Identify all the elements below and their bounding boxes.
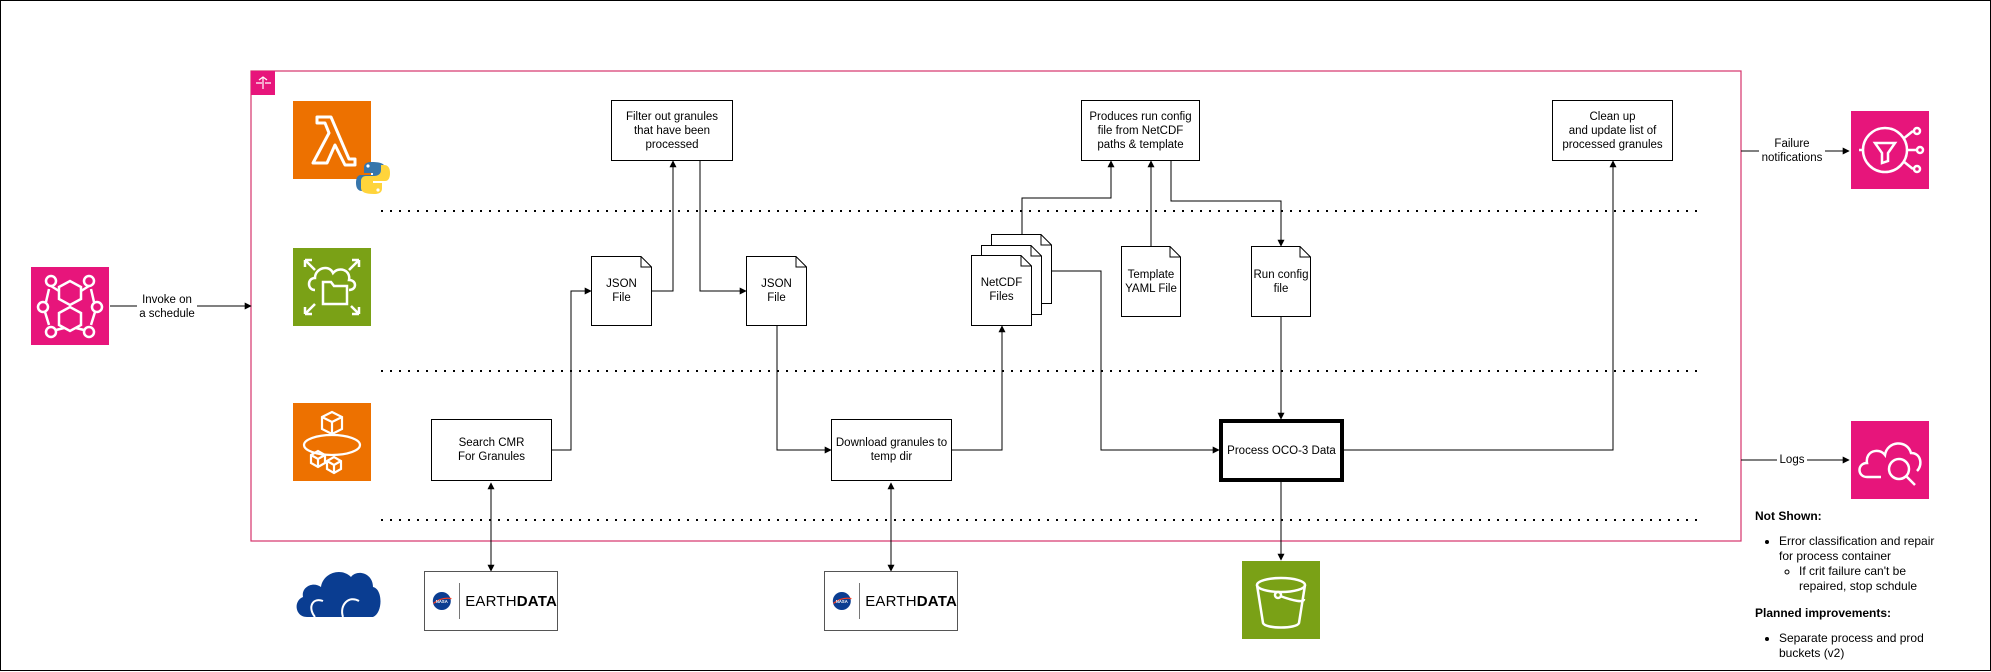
doc-json1-line2: File: [612, 292, 631, 304]
doc-netcdf-files[interactable]: NetCDF Files: [971, 234, 1052, 326]
sns-icon: [1851, 111, 1929, 189]
edge-netcdf-produce: [1021, 160, 1115, 235]
doc-runconfig-line1: Run config: [1253, 268, 1309, 281]
cloud-icon: [296, 572, 381, 618]
step-cleanup-line2: and update list of: [1568, 124, 1657, 137]
earthdata-wordmark: EARTHDATA: [465, 593, 557, 610]
edge-produce-runconfig: [1170, 161, 1285, 247]
nasa-meatball-icon: NASA: [432, 592, 452, 610]
step-cleanup-line3: processed granules: [1562, 138, 1663, 151]
doc-json1-line1: JSON: [606, 278, 637, 290]
document-icon: [1121, 246, 1181, 317]
planned-item-line2: buckets (v2): [1779, 646, 1845, 660]
nasa-meatball-icon: NASA: [832, 592, 852, 610]
edge-filter-json2: [699, 161, 747, 295]
not-shown-title: Not Shown:: [1755, 509, 1822, 523]
earthdata-logo-2: NASA EARTHDATA: [824, 571, 958, 631]
doc-json-file-1[interactable]: JSON File: [591, 256, 652, 326]
python-icon: [356, 162, 390, 194]
earthdata-bold: DATA: [916, 592, 957, 610]
doc-json-file-2[interactable]: JSON File: [746, 256, 807, 326]
step-download-line1: Download granules to: [835, 437, 948, 449]
doc-netcdf-line1: NetCDF: [980, 277, 1023, 289]
edge-process-cleanup: [1344, 160, 1617, 451]
document-icon: [591, 256, 652, 326]
planned-title: Planned improvements:: [1755, 606, 1892, 620]
step-process-label: Process OCO-3 Data: [1227, 444, 1336, 457]
cloudwatch-icon: [1851, 421, 1929, 499]
failure-label: Failure notifications: [1759, 137, 1825, 165]
step-search-cmr[interactable]: Search CMR For Granules: [431, 419, 552, 481]
eventbridge-icon: [31, 267, 109, 345]
earthdata-bold: DATA: [516, 592, 557, 610]
step-filter-line3: processed: [645, 138, 699, 151]
step-filter-line2: that have been: [633, 124, 711, 137]
nasa-badge-text: NASA: [836, 599, 848, 604]
ecs-icon: [293, 403, 371, 481]
doc-runconfig-line2: file: [1273, 282, 1289, 295]
earthdata-prefix: EARTH: [865, 592, 917, 610]
step-filter-line1: Filter out granules: [625, 110, 719, 123]
step-produce-line2: file from NetCDF: [1097, 124, 1184, 137]
failure-label-line2: notifications: [1761, 152, 1823, 164]
invoke-label-line2: a schedule: [139, 308, 195, 320]
earthdata-divider: [858, 583, 860, 619]
doc-template-line1: Template: [1127, 268, 1175, 281]
not-shown-item-line2: for process container: [1779, 549, 1892, 563]
step-download-granules[interactable]: Download granules to temp dir: [831, 419, 952, 481]
invoke-label: Invoke on a schedule: [137, 293, 197, 321]
step-download-line2: temp dir: [870, 451, 913, 463]
step-produce-line3: paths & template: [1097, 138, 1184, 151]
nasa-badge-text: NASA: [436, 599, 448, 604]
step-produce-line1: Produces run config: [1089, 110, 1192, 123]
edge-search-json1: [552, 287, 592, 451]
doc-template-line2: YAML File: [1125, 282, 1177, 295]
not-shown-item-line1: Error classification and repair: [1779, 534, 1935, 548]
s3-bucket-icon: [1242, 561, 1320, 639]
lambda-icon: [293, 101, 371, 179]
step-search-line2: For Granules: [457, 451, 526, 463]
not-shown-sub-line2: repaired, stop schdule: [1799, 579, 1918, 593]
document-icon: [746, 256, 807, 326]
edge-netcdf-process: [1047, 270, 1220, 454]
earthdata-wordmark: EARTHDATA: [865, 593, 957, 610]
step-process-oco3[interactable]: Process OCO-3 Data: [1219, 419, 1344, 482]
edge-json1-filter: [652, 160, 677, 292]
invoke-label-line1: Invoke on: [142, 294, 192, 306]
failure-label-line1: Failure: [1774, 138, 1810, 150]
storage-gateway-icon: [293, 248, 371, 326]
step-search-line1: Search CMR: [458, 437, 525, 449]
doc-netcdf-line2: Files: [989, 291, 1014, 303]
document-stack-icon: [971, 234, 1052, 326]
step-cleanup-line1: Clean up: [1589, 110, 1636, 123]
planned-item-line1: Separate process and prod: [1779, 631, 1924, 645]
not-shown-sub-line1: If crit failure can't be: [1799, 564, 1907, 578]
notes-panel: Not Shown: Error classification and repa…: [1755, 509, 1989, 669]
earthdata-prefix: EARTH: [465, 592, 517, 610]
edge-json2-download: [776, 326, 832, 454]
document-icon: [1251, 246, 1311, 317]
earthdata-divider: [458, 583, 460, 619]
edge-download-netcdf: [951, 325, 1006, 451]
doc-json2-line2: File: [767, 292, 786, 304]
doc-json2-line1: JSON: [761, 278, 792, 290]
logs-label: Logs: [1777, 453, 1807, 467]
earthdata-logo-1: NASA EARTHDATA: [424, 571, 558, 631]
